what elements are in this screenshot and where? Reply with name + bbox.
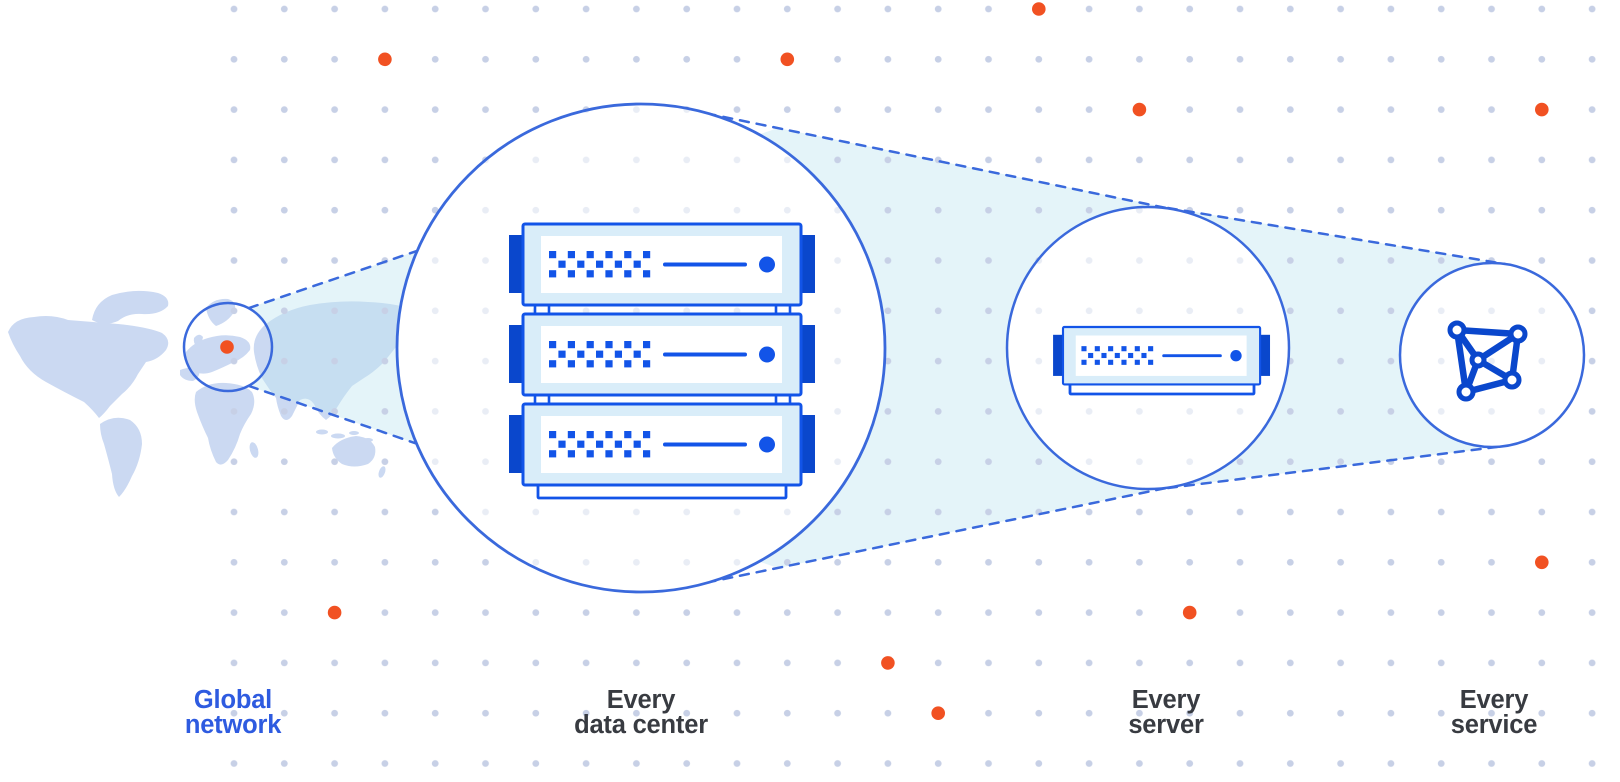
caption-line: Every (1131, 686, 1201, 714)
caption-line: Every (1459, 686, 1529, 714)
server-unit (507, 222, 817, 307)
caption-every-server: Every server (1056, 686, 1276, 739)
caption-line: network (184, 711, 282, 739)
map-highlight (182, 301, 274, 393)
server-icon (1052, 325, 1272, 396)
server-unit (507, 402, 817, 487)
caption-line: service (1450, 711, 1538, 739)
location-dot (220, 340, 234, 354)
caption-line: data center (574, 711, 708, 739)
rack-server-stack-icon (507, 222, 817, 500)
caption-every-service: Every service (1384, 686, 1604, 739)
caption-line: Every (606, 686, 676, 714)
map-highlight-ring (182, 301, 274, 393)
server-unit (1052, 325, 1272, 386)
caption-global-network: Global network (123, 686, 343, 739)
orange-accent-dots (327, 2, 1549, 720)
caption-line: Global (193, 686, 273, 714)
server-unit (507, 312, 817, 397)
caption-line: server (1128, 711, 1204, 739)
caption-every-data-center: Every data center (531, 686, 751, 739)
mesh-network-icon (1447, 320, 1528, 402)
service-circle (1398, 261, 1586, 449)
